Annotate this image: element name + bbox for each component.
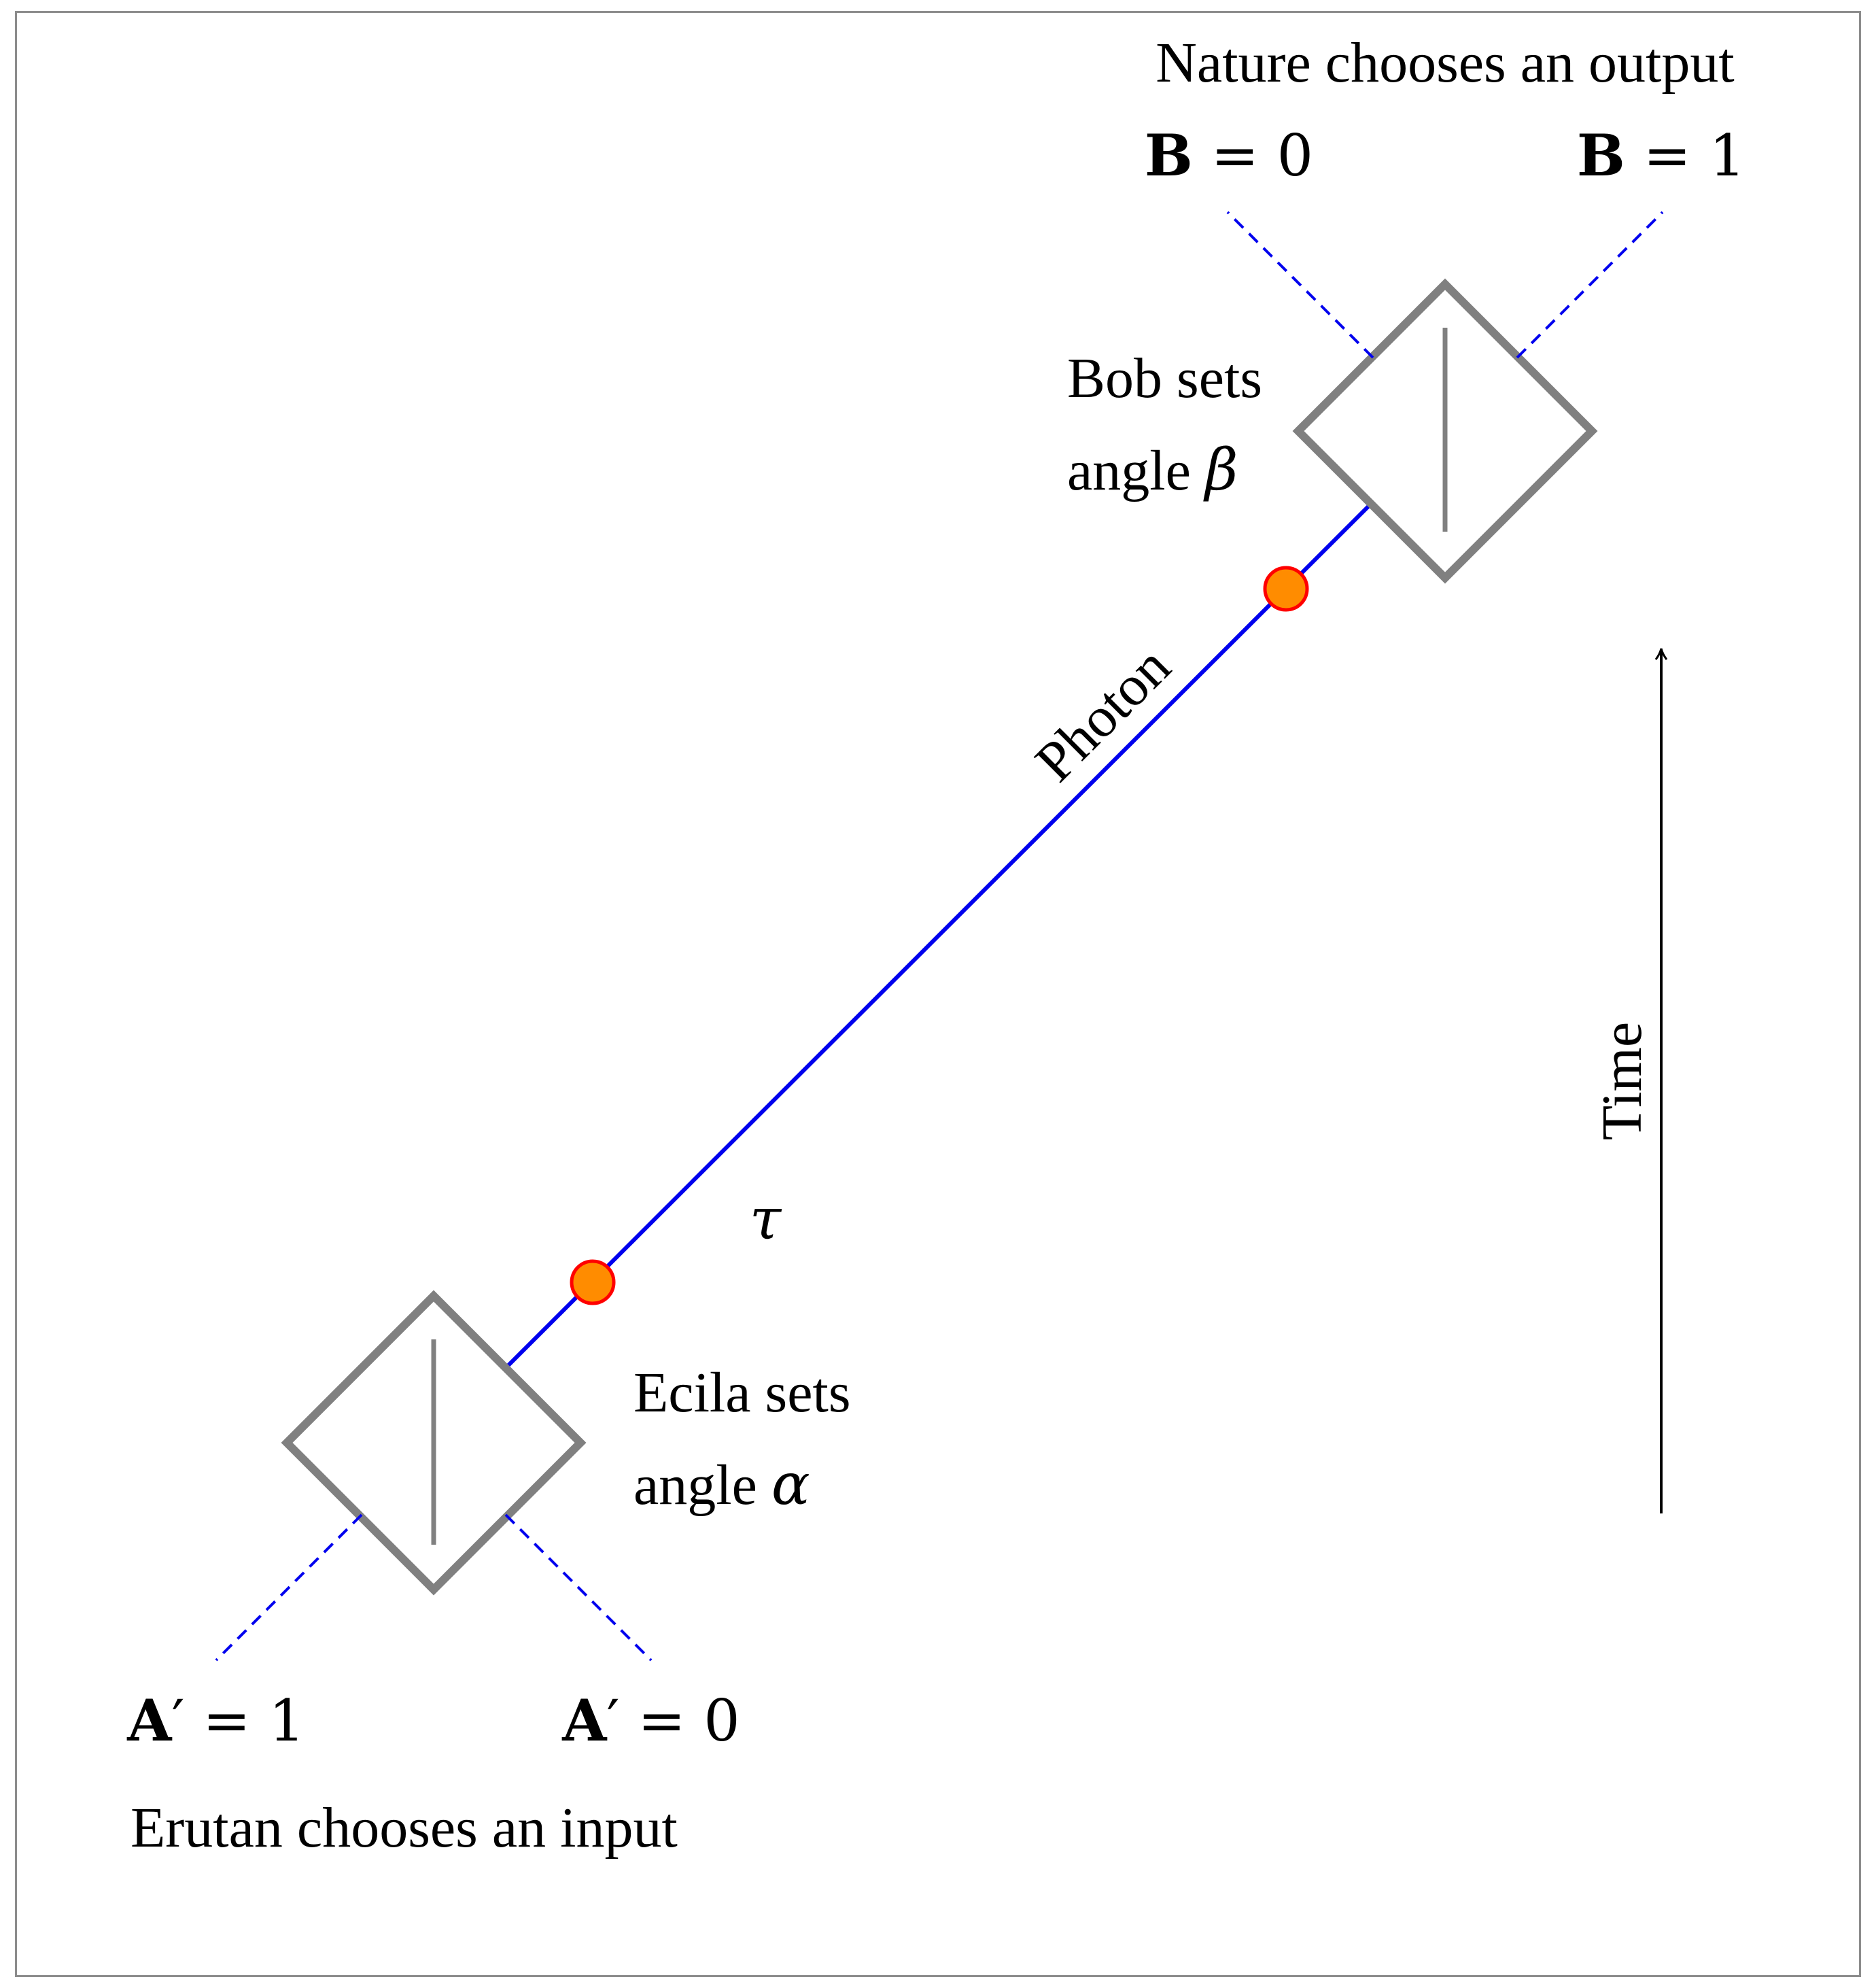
- bottom-caption: Erutan chooses an input: [131, 1796, 678, 1860]
- bob-output-0-label: B = 0: [1145, 122, 1313, 189]
- bob-label-line1: Bob sets: [1067, 347, 1262, 410]
- ecila-label-line1: Ecila sets: [633, 1361, 851, 1424]
- time-label: Time: [1591, 1022, 1654, 1140]
- ecila-polarizer-box: [281, 1290, 587, 1596]
- ecila-input-1-path: [215, 1513, 363, 1662]
- bob-output-1-path: [1516, 211, 1664, 359]
- bob-output-0-path: [1226, 211, 1374, 359]
- bob-output-1-label: B = 1: [1577, 122, 1745, 189]
- event-marker-upper: [1263, 566, 1309, 612]
- top-caption: Nature chooses an output: [1156, 31, 1734, 95]
- ecila-polarizer: [215, 1290, 653, 1662]
- ecila-input-0-label: A′ = 0: [561, 1687, 740, 1754]
- bob-polarizer-box: [1292, 278, 1598, 584]
- photon-line: [504, 500, 1375, 1370]
- figure-frame: [15, 11, 1861, 1977]
- ecila-label-line2: angle α: [633, 1451, 810, 1518]
- bob-label-line2: angle β: [1067, 436, 1238, 503]
- bob-polarizer: [1226, 211, 1664, 584]
- tau-label: τ: [750, 1186, 782, 1252]
- ecila-input-0-path: [504, 1513, 653, 1662]
- event-marker-lower: [570, 1259, 616, 1305]
- ecila-input-1-label: A′ = 1: [126, 1687, 305, 1754]
